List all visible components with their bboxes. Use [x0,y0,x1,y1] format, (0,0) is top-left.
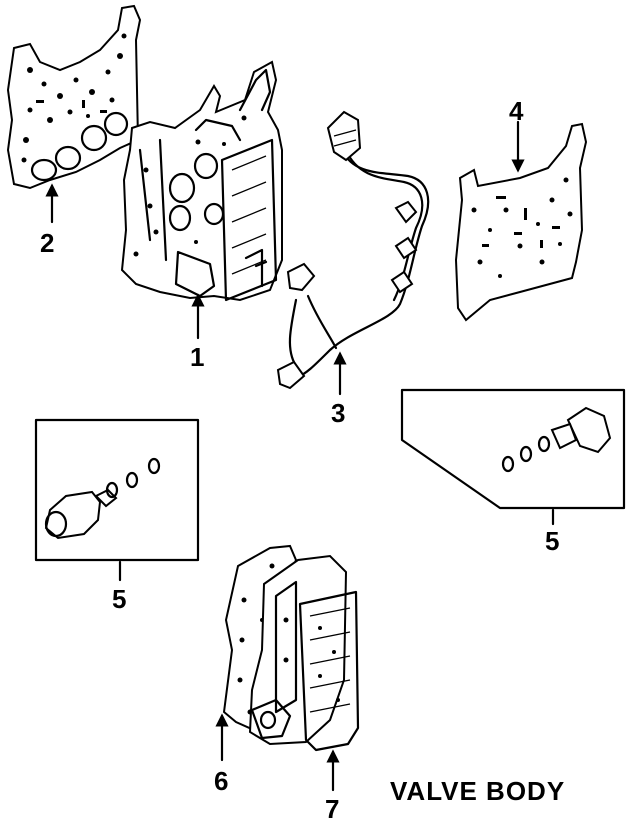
wiring-harness [276,110,430,390]
callout-3: 3 [331,398,345,428]
solenoid-kit-right-box [400,388,626,510]
lower-valve-body [248,554,360,752]
callout-5-left: 5 [112,584,126,614]
callout-5-right: 5 [545,526,559,556]
callout-1: 1 [190,342,204,372]
separator-plate-right [454,122,588,322]
callout-7: 7 [325,794,339,824]
valve-body-casting [120,60,283,302]
leader-lines [45,120,555,792]
solenoid-kit-left-box [34,418,200,562]
diagram-title: VALVE BODY [390,776,565,806]
callout-2: 2 [40,228,54,258]
separator-plate-left [6,4,142,190]
callout-4: 4 [509,96,524,126]
callout-6: 6 [214,766,228,796]
